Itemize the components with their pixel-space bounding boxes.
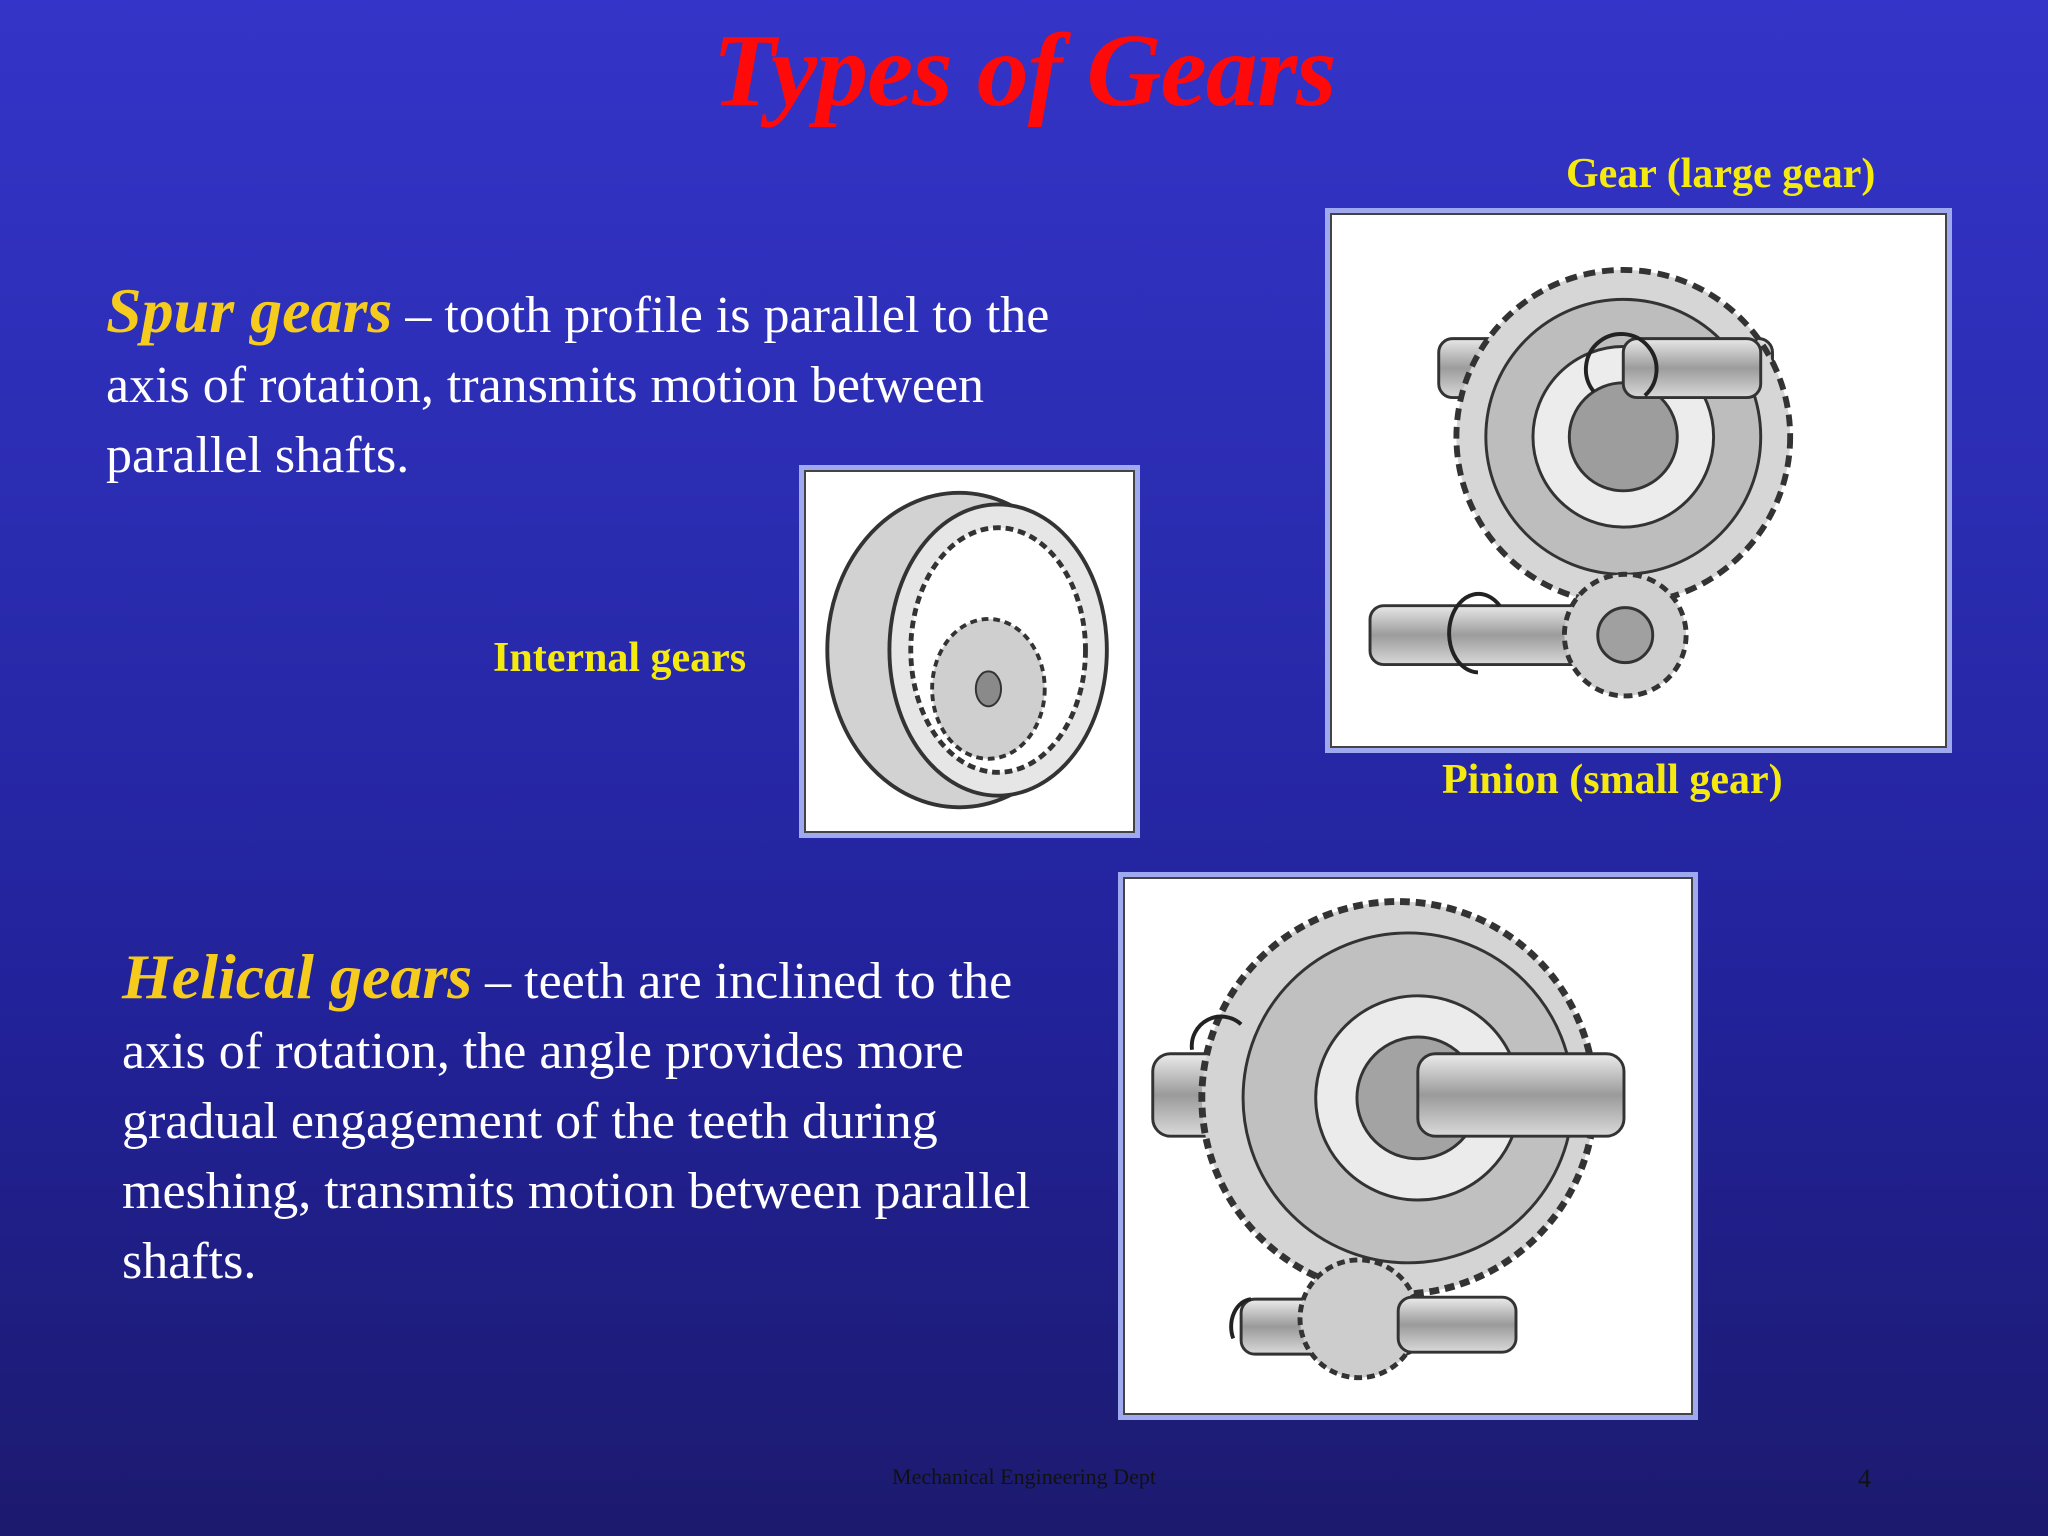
slide-title: Types of Gears bbox=[712, 13, 1336, 128]
spur-gears-term: Spur gears bbox=[106, 275, 393, 346]
helical-gear-drawing bbox=[1151, 898, 1626, 1381]
internal-gears-label: Internal gears bbox=[493, 635, 747, 681]
helical-gears-text: – teeth are inclined to the axis of rota… bbox=[122, 953, 1031, 1290]
spur-gear-drawing bbox=[1368, 266, 1794, 699]
helical-gears-term: Helical gears bbox=[122, 941, 473, 1012]
internal-gear-image bbox=[799, 465, 1140, 838]
internal-gear-drawing bbox=[825, 490, 1109, 810]
helical-gears-description: Helical gears – teeth are inclined to th… bbox=[122, 942, 1082, 1297]
gear-large-label: Gear (large gear) bbox=[1566, 151, 1876, 197]
spur-gears-description: Spur gears – tooth profile is parallel t… bbox=[106, 276, 1106, 491]
spur-gear-image bbox=[1325, 208, 1952, 753]
page-number: 4 bbox=[1858, 1464, 1871, 1493]
footer-department: Mechanical Engineering Dept bbox=[892, 1464, 1156, 1489]
pinion-small-label: Pinion (small gear) bbox=[1442, 757, 1783, 803]
spur-gears-text: – tooth profile is parallel to the axis … bbox=[106, 287, 1050, 484]
helical-gear-image bbox=[1118, 872, 1698, 1420]
